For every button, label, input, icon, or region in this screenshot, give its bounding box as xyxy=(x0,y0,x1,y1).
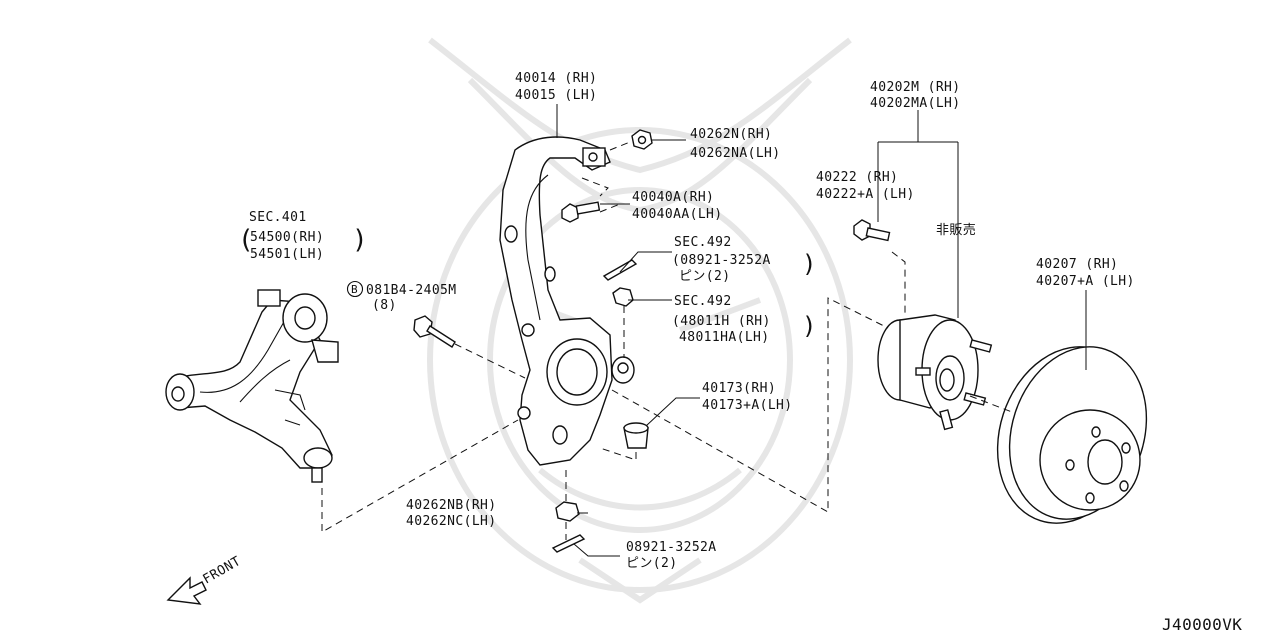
front-arrow-icon xyxy=(166,576,207,605)
callout-sec401: SEC.401 ( 54500(RH) 54501(LH) ) xyxy=(238,210,368,262)
callout-rotor: 40207 (RH) 40207+A (LH) xyxy=(1036,257,1135,289)
callout-pin-bottom: 08921-3252A ピン(2) xyxy=(626,540,717,571)
callout-bolt-b-line2: (8) xyxy=(372,298,397,313)
callout-bushing: 40173(RH) 40173+A(LH) xyxy=(702,381,793,413)
callout-hub-assy: 40202M (RH) 40202MA(LH) xyxy=(870,80,961,111)
callout-nut-top-line2: 40262NA(LH) xyxy=(690,146,781,161)
callout-pin-bottom-line1: 08921-3252A xyxy=(626,540,717,555)
callout-sec401-line2: 54500(RH) xyxy=(250,230,324,245)
callout-hub-bolt-line1: 40222 (RH) xyxy=(816,170,898,185)
callout-rotor-line2: 40207+A (LH) xyxy=(1036,274,1135,289)
callout-not-sold: 非販売 xyxy=(936,222,976,238)
callout-nut-top-line1: 40262N(RH) xyxy=(690,127,772,142)
callout-nut-bottom-line1: 40262NB(RH) xyxy=(406,498,497,513)
callout-hub-bolt-line2: 40222+A (LH) xyxy=(816,187,915,202)
nut-40262N xyxy=(631,129,653,150)
callout-sec401-line1: SEC.401 xyxy=(249,210,307,225)
bolt-40040A xyxy=(561,201,601,223)
callout-rotor-line1: 40207 (RH) xyxy=(1036,257,1118,272)
callout-sec492-pin-line2: (08921-3252A xyxy=(672,253,771,268)
callout-bolt-b: B 081B4-2405M (8) xyxy=(346,280,457,313)
callout-nut-bottom-line2: 40262NC(LH) xyxy=(406,514,497,529)
leader-lines xyxy=(556,104,1087,557)
hub-bolt-40222 xyxy=(853,219,891,242)
callout-knuckle: 40014 (RH) 40015 (LH) xyxy=(515,71,597,103)
castle-nut-48011H xyxy=(612,287,634,307)
lower-control-arm xyxy=(165,289,339,483)
callout-sec492-pin-paren-close: ) xyxy=(802,250,817,278)
cotter-pin-bottom xyxy=(551,534,586,553)
callout-sec492-nut-line3: 48011HA(LH) xyxy=(679,330,770,345)
callout-bolt-b-line1: 081B4-2405M xyxy=(366,283,457,298)
bolt-081B4 xyxy=(413,315,456,348)
callout-sec492-pin-line1: SEC.492 xyxy=(674,235,732,250)
callout-nut-bottom: 40262NB(RH) 40262NC(LH) xyxy=(406,498,497,529)
callout-sec492-pin: SEC.492 (08921-3252A ピン(2) ) xyxy=(672,235,817,284)
callout-sec401-paren-close: ) xyxy=(352,225,368,255)
callout-sec492-nut: SEC.492 (48011H (RH) 48011HA(LH) ) xyxy=(672,294,817,345)
callout-sec492-nut-paren-close: ) xyxy=(802,312,817,340)
cotter-pin-top xyxy=(602,259,638,281)
steering-knuckle xyxy=(499,136,613,466)
callout-bushing-line2: 40173+A(LH) xyxy=(702,398,793,413)
callout-hub-assy-line1: 40202M (RH) xyxy=(870,80,961,95)
bushing-40173 xyxy=(623,422,649,449)
callout-pin-bottom-line2: ピン(2) xyxy=(626,556,677,571)
callout-hub-assy-line2: 40202MA(LH) xyxy=(870,96,961,111)
callout-sec492-nut-line1: SEC.492 xyxy=(674,294,732,309)
callout-sec401-line3: 54501(LH) xyxy=(250,247,324,262)
not-sold-label: 非販売 xyxy=(936,222,976,238)
wheel-hub-assembly xyxy=(877,314,993,431)
callout-knuckle-line2: 40015 (LH) xyxy=(515,88,597,103)
callout-bolt-top-line1: 40040A(RH) xyxy=(632,190,714,205)
callout-bushing-line1: 40173(RH) xyxy=(702,381,776,396)
callout-sec401-paren-open: ( xyxy=(238,225,254,255)
front-direction-indicator: FRONT xyxy=(166,554,244,605)
front-label: FRONT xyxy=(201,554,244,588)
assembly-lines xyxy=(321,141,1013,540)
washer-under-nut xyxy=(611,356,635,384)
bolt-b-marker: B xyxy=(351,283,358,296)
callout-knuckle-line1: 40014 (RH) xyxy=(515,71,597,86)
callout-nut-top: 40262N(RH) 40262NA(LH) xyxy=(690,127,781,161)
nut-40262NB xyxy=(555,501,580,522)
brake-rotor xyxy=(996,346,1148,524)
callout-bolt-top: 40040A(RH) 40040AA(LH) xyxy=(632,190,723,222)
diagram-code: J40000VK xyxy=(1162,615,1242,634)
callout-sec492-pin-line3: ピン(2) xyxy=(679,269,730,284)
callout-sec492-nut-line2: (48011H (RH) xyxy=(672,314,771,329)
callout-bolt-top-line2: 40040AA(LH) xyxy=(632,207,723,222)
callout-hub-bolt: 40222 (RH) 40222+A (LH) xyxy=(816,170,915,202)
